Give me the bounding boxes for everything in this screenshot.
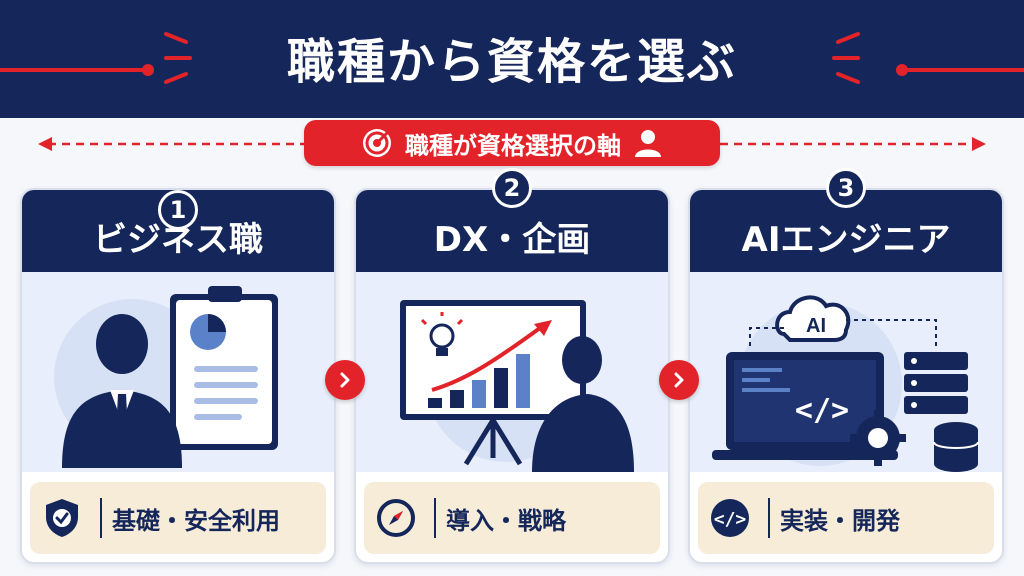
focus-divider bbox=[434, 498, 436, 538]
card-focus-label: 基礎・安全利用 bbox=[112, 506, 280, 535]
next-arrow-button[interactable] bbox=[325, 360, 365, 400]
svg-text:</>: </> bbox=[795, 393, 849, 428]
ai-label: AI bbox=[806, 315, 826, 337]
page-title: 職種から資格を選ぶ bbox=[286, 34, 737, 90]
card-focus-label: 導入・戦略 bbox=[446, 506, 566, 535]
header-banner: 職種から資格を選ぶ bbox=[0, 0, 1024, 118]
person-icon bbox=[635, 130, 661, 157]
card-focus: 基礎・安全利用 bbox=[30, 482, 326, 554]
job-card-business[interactable]: ビジネス職 bbox=[20, 188, 336, 564]
step-number-2: 2 bbox=[492, 168, 532, 208]
compass-icon bbox=[377, 499, 415, 537]
svg-text:</>: </> bbox=[714, 509, 747, 530]
axis-badge-label: 職種が資格選択の軸 bbox=[405, 131, 621, 160]
card-focus-label: 実装・開発 bbox=[780, 506, 900, 535]
presentation-illustration bbox=[400, 300, 634, 472]
chevron-right-icon bbox=[674, 372, 684, 388]
card-title: DX・企画 bbox=[433, 220, 591, 260]
right-accent-line bbox=[832, 32, 1024, 84]
card-focus: 導入・戦略 bbox=[364, 482, 660, 554]
card-title: AIエンジニア bbox=[741, 220, 951, 260]
card-illustration: AI </> bbox=[690, 272, 1002, 472]
code-icon: </> bbox=[711, 499, 749, 537]
step-number-3: 3 bbox=[826, 168, 866, 208]
left-accent-line bbox=[0, 32, 192, 84]
target-icon bbox=[363, 129, 391, 157]
next-arrow-button[interactable] bbox=[659, 360, 699, 400]
card-illustration bbox=[22, 272, 334, 472]
step-number-1: 1 bbox=[158, 190, 198, 230]
card-focus: </> 実装・開発 bbox=[698, 482, 994, 554]
focus-divider bbox=[100, 498, 102, 538]
ai-engineer-illustration: AI </> bbox=[712, 295, 979, 472]
focus-divider bbox=[768, 498, 770, 538]
businessperson-illustration bbox=[54, 286, 278, 468]
job-card-ai-engineer[interactable]: AIエンジニア AI </> bbox=[688, 188, 1004, 564]
axis-badge: 職種が資格選択の軸 bbox=[304, 120, 720, 166]
card-illustration bbox=[356, 272, 668, 472]
chevron-right-icon bbox=[340, 372, 350, 388]
shield-check-icon bbox=[46, 499, 78, 537]
job-card-dx[interactable]: DX・企画 bbox=[354, 188, 670, 564]
